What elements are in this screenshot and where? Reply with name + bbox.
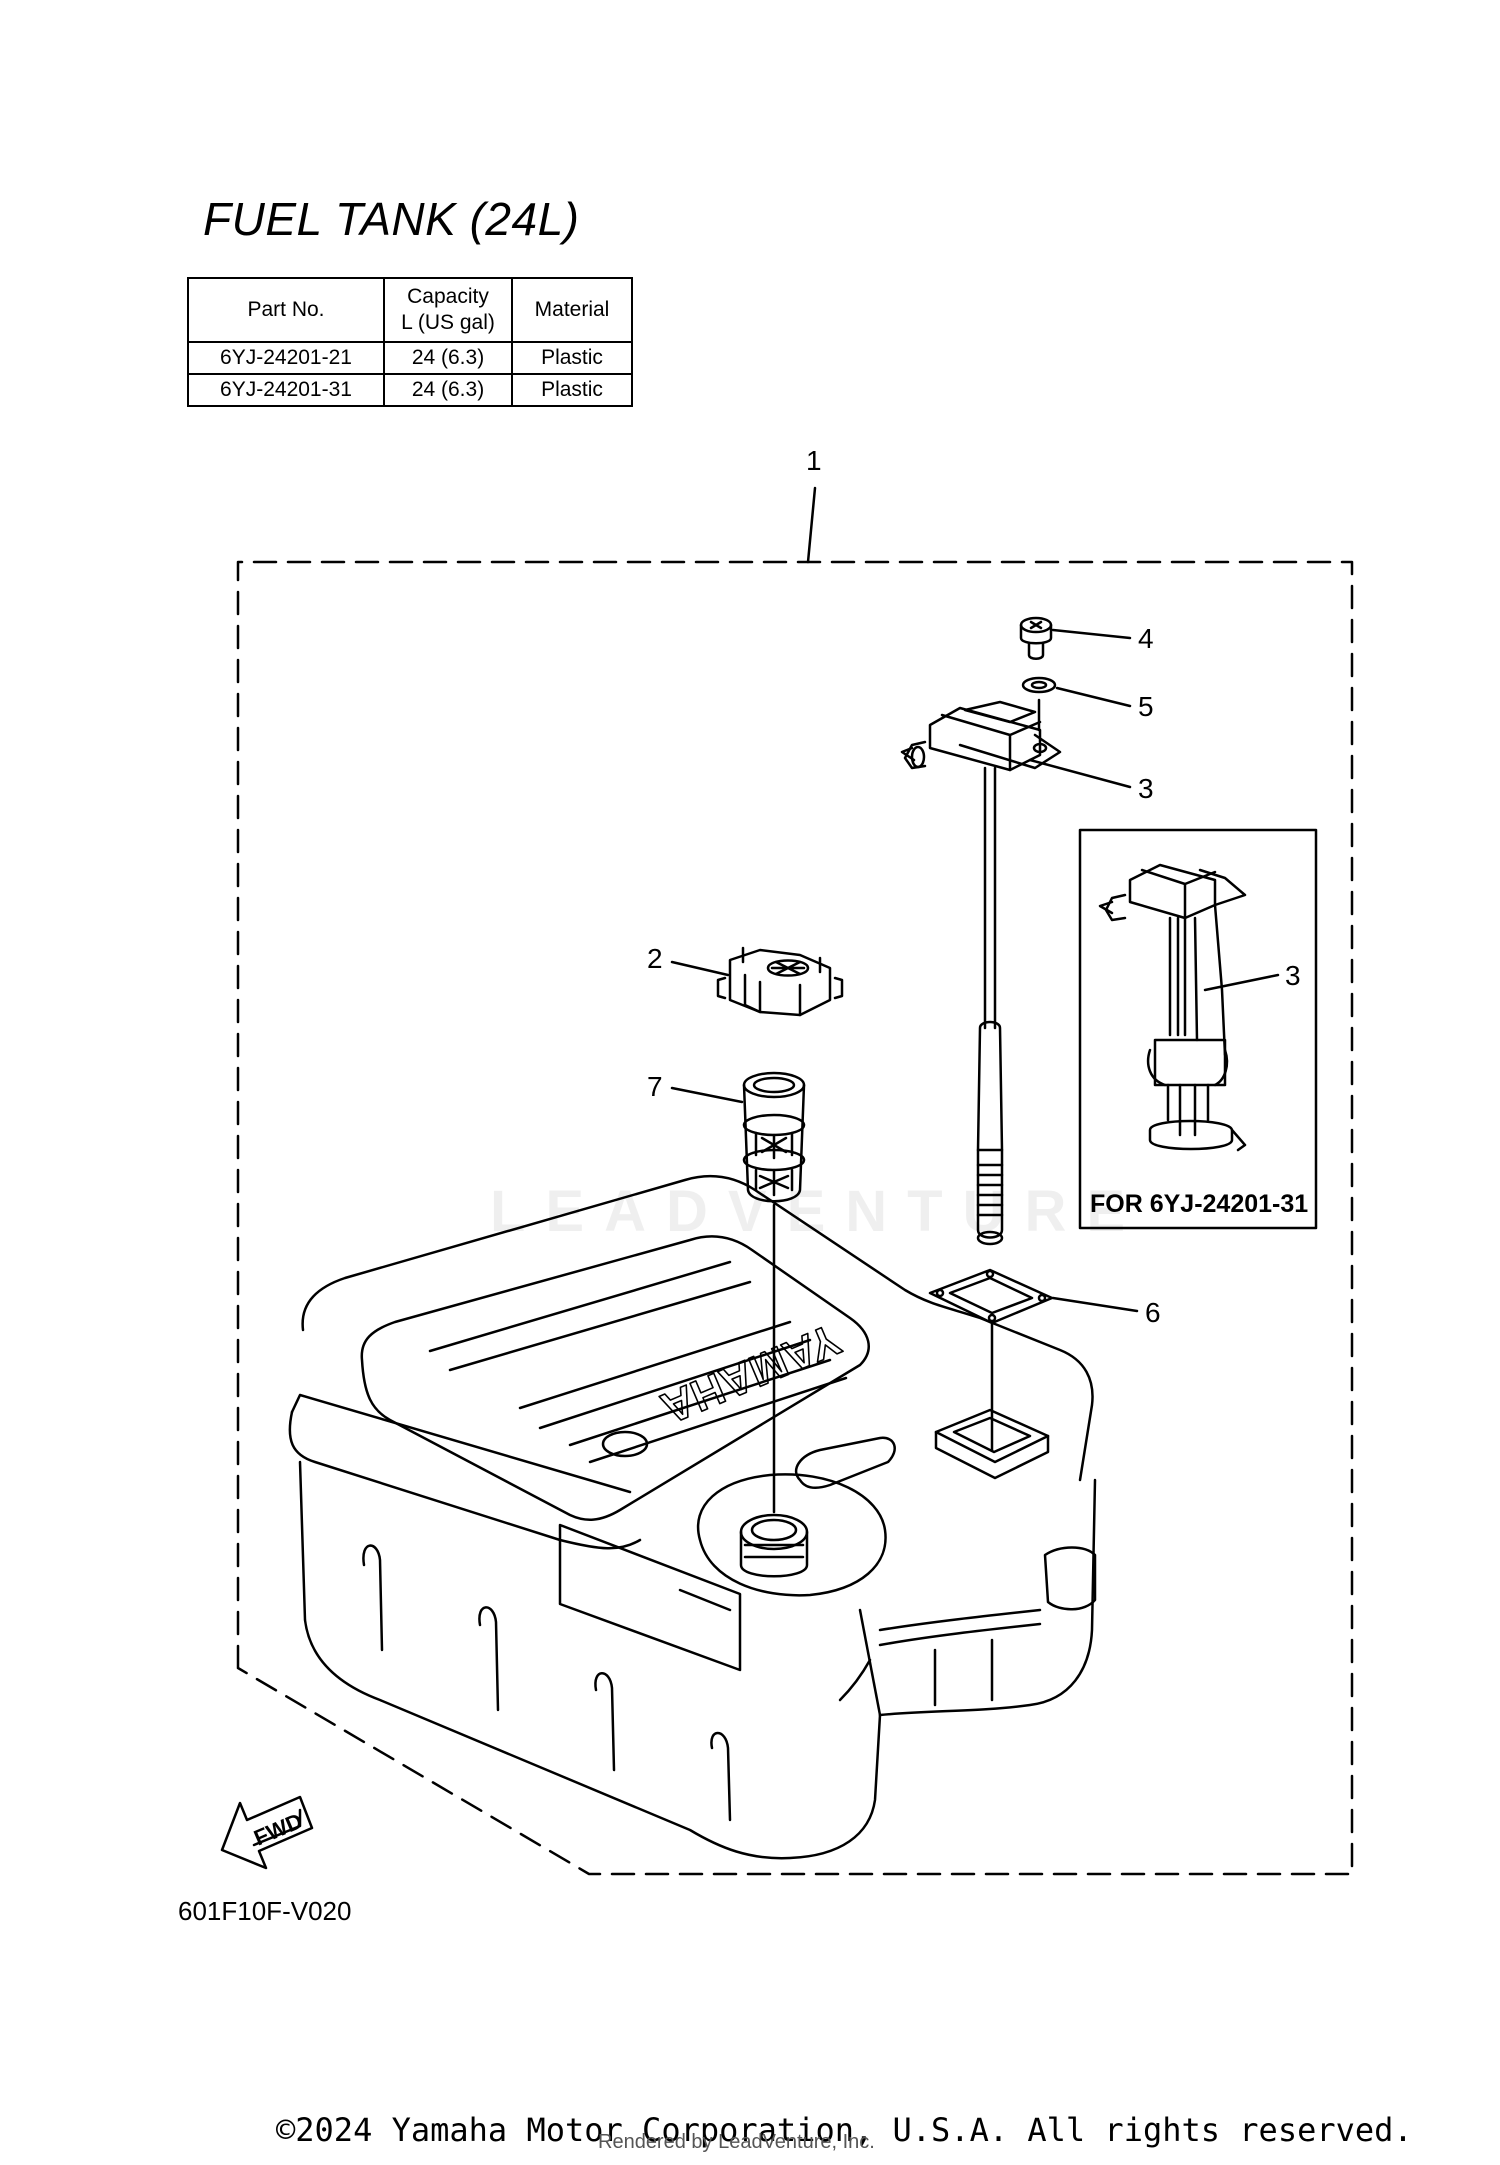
leader-2 [670,960,730,977]
callout-3: 3 [1138,773,1154,804]
fuel-cap [716,946,844,1017]
cell-material: Plastic [511,341,633,375]
page-title: FUEL TANK (24L) [203,193,580,245]
inset-label: FOR 6YJ-24201-31 [1090,1190,1308,1218]
fuel-filter [742,1071,806,1203]
leader-3-inset [1203,973,1280,992]
cell-material: Plastic [511,373,633,407]
fuel-gauge [900,700,1062,1246]
tank-brand: YAMAHA [654,1314,847,1433]
cell-part-no: 6YJ-24201-31 [187,373,385,407]
table-row: 6YJ-24201-31 24 (6.3) Plastic [187,373,633,407]
leader-4 [1051,628,1132,640]
assembly-boundary [236,560,1354,1876]
rendered-by-credit: Rendered by LeadVenture, Inc. [598,2131,875,2153]
watermark: LEADVENTURE [490,1179,1146,1244]
cell-capacity: 24 (6.3) [383,373,513,407]
inset-box [1078,828,1318,1230]
callout-6: 6 [1145,1297,1161,1328]
callout-7: 7 [647,1071,663,1102]
callout-4: 4 [1138,623,1154,654]
cell-part-no: 6YJ-24201-21 [187,341,385,375]
callout-3-inset: 3 [1285,960,1301,991]
cell-capacity: 24 (6.3) [383,341,513,375]
header-part-no: Part No. [187,277,385,343]
callout-5: 5 [1138,691,1154,722]
fuel-tank [288,1174,1097,1860]
leader-6 [1051,1296,1139,1313]
screw [1019,616,1053,660]
fwd-arrow [220,1795,314,1870]
header-material: Material [511,277,633,343]
figure-code: 601F10F-V020 [178,1896,352,1926]
callout-1: 1 [806,445,822,476]
leader-3 [1028,758,1132,789]
leader-7 [670,1086,744,1104]
table-row: 6YJ-24201-21 24 (6.3) Plastic [187,341,633,375]
inset-fuel-gauge [1098,863,1247,1152]
leader-5 [1055,686,1132,708]
leader-1 [806,486,817,564]
washer [1021,676,1057,694]
gasket [928,1268,1054,1325]
copyright-notice: ©2024 Yamaha Motor Corporation, U.S.A. A… [276,2111,1413,2149]
callout-2: 2 [647,943,663,974]
